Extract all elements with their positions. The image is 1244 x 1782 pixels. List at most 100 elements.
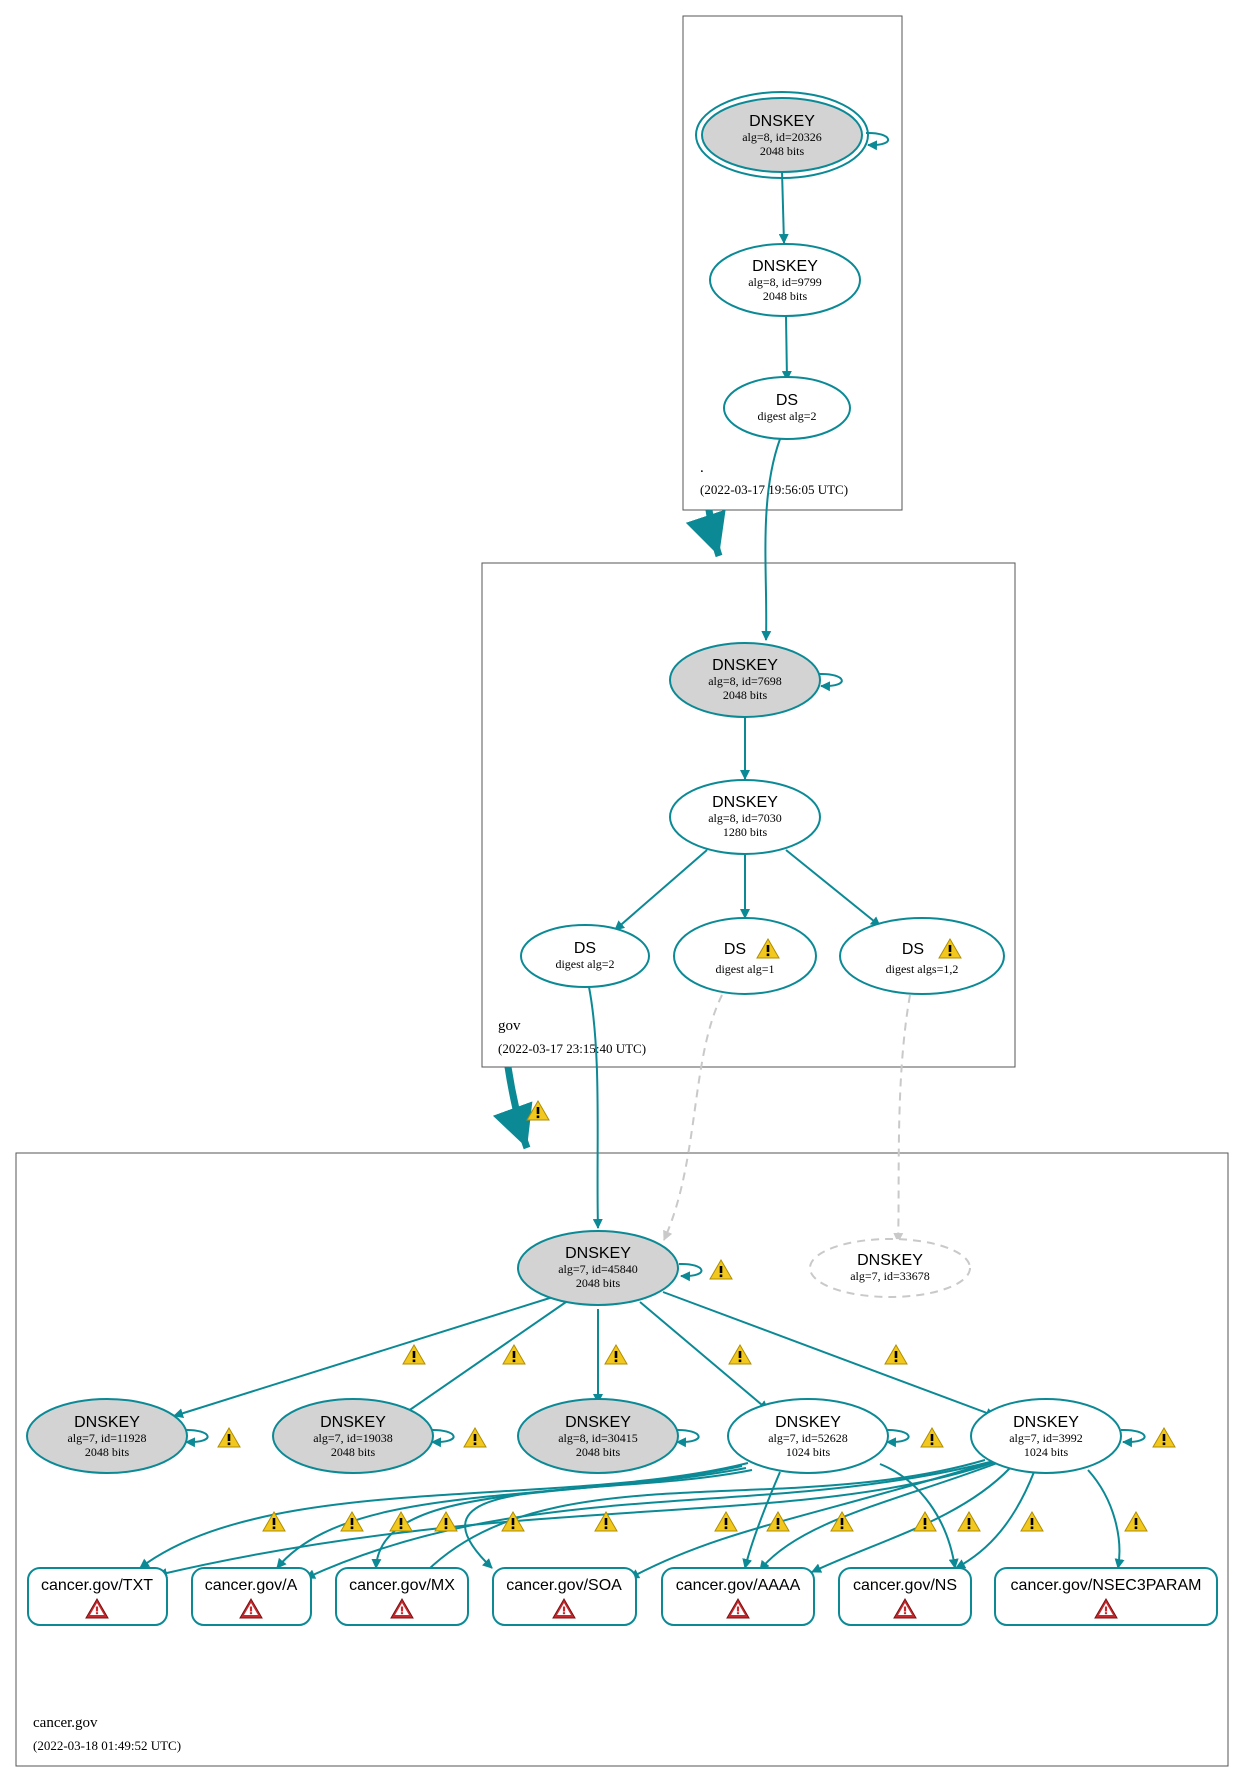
zone-gov-timestamp: (2022-03-17 23:15:40 UTC): [498, 1041, 646, 1056]
rrset-nsec3param[interactable]: cancer.gov/NSEC3PARAM: [994, 1567, 1218, 1626]
node-root-zsk-bits: 2048 bits: [763, 289, 808, 303]
node-cancer-key-30415-bits: 2048 bits: [576, 1445, 621, 1459]
node-cancer-key-3992[interactable]: DNSKEY alg=7, id=3992 1024 bits: [970, 1398, 1122, 1474]
edge-gov-zsk-to-ds1: [614, 849, 708, 931]
node-cancer-ksk-detail: alg=7, id=45840: [558, 1262, 638, 1276]
node-gov-ds2[interactable]: DS digest alg=1: [673, 917, 817, 995]
edge-ksk-to-k5: [662, 1291, 996, 1418]
node-gov-ds3[interactable]: DS digest algs=1,2: [839, 917, 1005, 995]
delegation-gov-to-cancer: [492, 1066, 533, 1150]
node-gov-zsk-type: DNSKEY: [712, 794, 778, 811]
edge-root-zsk-to-ds: [781, 315, 792, 381]
edge-k1-self: [183, 1428, 209, 1448]
node-root-ds[interactable]: DS digest alg=2: [723, 376, 851, 440]
edge-root-ds-to-gov-ksk: [761, 438, 781, 641]
rrset-aaaa[interactable]: cancer.gov/AAAA: [661, 1567, 815, 1626]
rrset-soa-label: cancer.gov/SOA: [506, 1577, 622, 1594]
node-cancer-key-52628[interactable]: DNSKEY alg=7, id=52628 1024 bits: [727, 1398, 889, 1474]
node-gov-ksk-detail: alg=8, id=7698: [708, 674, 782, 688]
node-cancer-key-19038-detail: alg=7, id=19038: [313, 1431, 393, 1445]
node-root-ksk-type: DNSKEY: [749, 113, 815, 130]
node-gov-zsk-detail: alg=8, id=7030: [708, 811, 782, 825]
zone-cancer-timestamp: (2022-03-18 01:49:52 UTC): [33, 1738, 181, 1753]
node-gov-ksk[interactable]: DNSKEY alg=8, id=7698 2048 bits: [669, 642, 821, 718]
delegation-warning-icon: [526, 1100, 550, 1121]
node-cancer-key-11928-detail: alg=7, id=11928: [67, 1431, 146, 1445]
node-gov-ds1[interactable]: DS digest alg=2: [520, 924, 650, 988]
node-gov-ds1-type: DS: [574, 940, 596, 957]
node-cancer-missing-key-type: DNSKEY: [857, 1252, 923, 1269]
rrset-soa[interactable]: cancer.gov/SOA: [492, 1567, 637, 1626]
node-cancer-key-52628-bits: 1024 bits: [786, 1445, 831, 1459]
node-cancer-missing-key[interactable]: DNSKEY alg=7, id=33678: [809, 1238, 971, 1298]
delegation-root-to-gov: [685, 509, 726, 558]
node-gov-ds2-detail: digest alg=1: [715, 962, 774, 976]
node-root-ds-type: DS: [776, 392, 798, 409]
node-gov-zsk-bits: 1280 bits: [723, 825, 768, 839]
node-cancer-key-19038[interactable]: DNSKEY alg=7, id=19038 2048 bits: [272, 1398, 434, 1474]
node-cancer-key-30415-detail: alg=8, id=30415: [558, 1431, 638, 1445]
rrset-txt-label: cancer.gov/TXT: [41, 1577, 153, 1594]
edge-ksk-to-k1: [173, 1296, 554, 1419]
edge-gov-ds2-to-cancer-ksk: [663, 994, 723, 1241]
node-root-zsk-detail: alg=8, id=9799: [748, 275, 822, 289]
node-gov-ds1-detail: digest alg=2: [555, 957, 614, 971]
node-cancer-ksk-bits: 2048 bits: [576, 1276, 621, 1290]
node-cancer-key-52628-type: DNSKEY: [775, 1414, 841, 1431]
rrset-mx[interactable]: cancer.gov/MX: [335, 1567, 469, 1626]
node-gov-ds3-type: DS: [902, 941, 924, 958]
edge-k4-self: [884, 1428, 910, 1448]
node-root-zsk-type: DNSKEY: [752, 258, 818, 275]
zone-cancer-name: cancer.gov: [33, 1715, 98, 1731]
node-gov-zsk[interactable]: DNSKEY alg=8, id=7030 1280 bits: [669, 779, 821, 855]
rrset-mx-label: cancer.gov/MX: [349, 1577, 455, 1594]
edge-k2-self: [429, 1428, 455, 1448]
zone-root-timestamp: (2022-03-17 19:56:05 UTC): [700, 482, 848, 497]
node-cancer-key-3992-type: DNSKEY: [1013, 1414, 1079, 1431]
edge-ksk-to-k4: [639, 1301, 769, 1411]
edge-gov-ds1-to-cancer-ksk: [588, 986, 603, 1229]
node-gov-ds2-type: DS: [724, 941, 746, 958]
edge-gov-ds3-to-missing-key: [893, 994, 911, 1243]
node-root-zsk[interactable]: DNSKEY alg=8, id=9799 2048 bits: [709, 243, 861, 317]
zone-root-name: .: [700, 460, 704, 476]
edge-k3-self: [674, 1428, 700, 1448]
rrset-ns-label: cancer.gov/NS: [853, 1577, 957, 1594]
edge-root-ksk-to-zsk: [778, 170, 789, 244]
edge-gov-ksk-self: [818, 672, 843, 692]
node-cancer-key-19038-type: DNSKEY: [320, 1414, 386, 1431]
edge-k5-self: [1120, 1428, 1146, 1448]
edge-cancer-ksk-self: [678, 1262, 703, 1282]
node-root-ksk-detail: alg=8, id=20326: [742, 130, 822, 144]
node-root-ksk-bits: 2048 bits: [760, 144, 805, 158]
node-root-ds-detail: digest alg=2: [757, 409, 816, 423]
node-cancer-ksk[interactable]: DNSKEY alg=7, id=45840 2048 bits: [517, 1230, 679, 1306]
rrset-nsec3param-label: cancer.gov/NSEC3PARAM: [1011, 1577, 1202, 1594]
rrset-aaaa-label: cancer.gov/AAAA: [676, 1577, 801, 1594]
rrset-ns[interactable]: cancer.gov/NS: [838, 1567, 972, 1626]
node-cancer-ksk-type: DNSKEY: [565, 1245, 631, 1262]
node-root-ksk[interactable]: DNSKEY alg=8, id=20326 2048 bits: [695, 91, 869, 179]
node-cancer-key-19038-bits: 2048 bits: [331, 1445, 376, 1459]
node-cancer-missing-key-detail: alg=7, id=33678: [850, 1269, 930, 1283]
rrset-a-label: cancer.gov/A: [205, 1577, 298, 1594]
node-cancer-key-11928-type: DNSKEY: [74, 1414, 140, 1431]
node-cancer-key-3992-detail: alg=7, id=3992: [1009, 1431, 1083, 1445]
edges-k4-to-rrsets: [139, 1462, 959, 1569]
node-cancer-key-52628-detail: alg=7, id=52628: [768, 1431, 848, 1445]
node-cancer-key-30415-type: DNSKEY: [565, 1414, 631, 1431]
node-cancer-key-11928[interactable]: DNSKEY alg=7, id=11928 2048 bits: [26, 1398, 188, 1474]
node-cancer-key-3992-bits: 1024 bits: [1024, 1445, 1069, 1459]
edges-k5-to-rrsets: [157, 1459, 1125, 1579]
edge-ksk-to-k2: [400, 1301, 567, 1417]
edge-gov-zsk-to-ds3: [785, 849, 881, 927]
node-gov-ksk-bits: 2048 bits: [723, 688, 768, 702]
node-gov-ds3-detail: digest algs=1,2: [886, 962, 959, 976]
node-cancer-key-30415[interactable]: DNSKEY alg=8, id=30415 2048 bits: [517, 1398, 679, 1474]
rrset-txt[interactable]: cancer.gov/TXT: [27, 1567, 168, 1626]
edge-root-ksk-self: [865, 131, 890, 151]
node-gov-ksk-type: DNSKEY: [712, 657, 778, 674]
rrset-a[interactable]: cancer.gov/A: [191, 1567, 312, 1626]
node-cancer-key-11928-bits: 2048 bits: [85, 1445, 130, 1459]
